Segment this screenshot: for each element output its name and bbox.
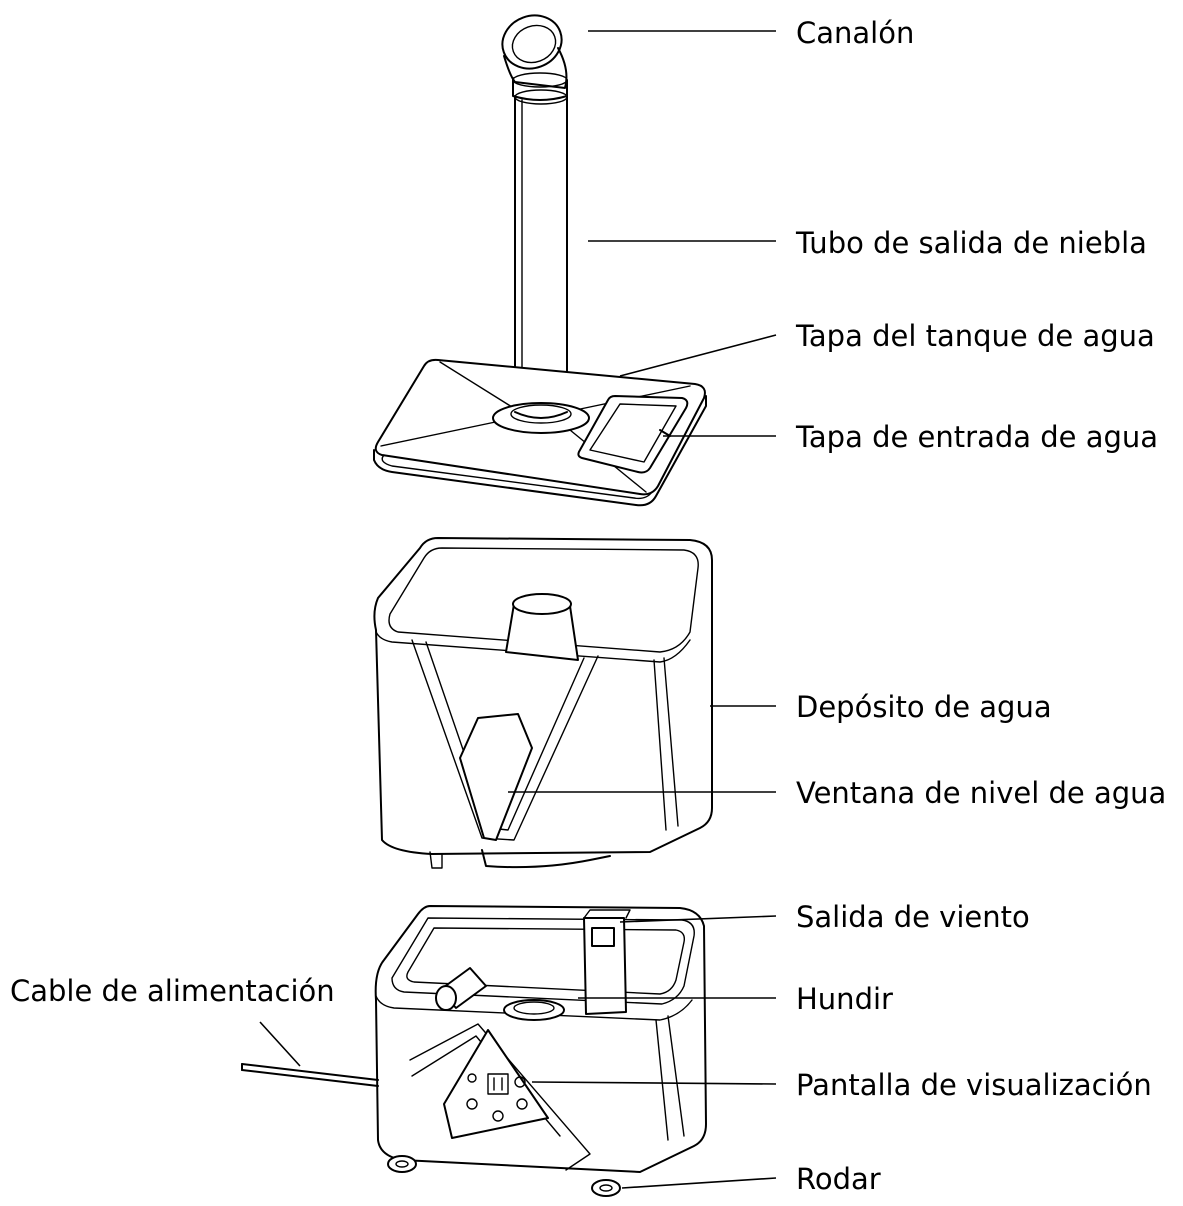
power-cable (241, 1063, 379, 1087)
label-power-cable: Cable de alimentación (10, 974, 335, 1008)
label-canalon: Canalón (796, 16, 915, 50)
tank-lid-part (373, 358, 707, 507)
water-tank-part (373, 537, 713, 869)
mist-tube-part (514, 89, 568, 413)
label-wheels: Rodar (796, 1162, 881, 1196)
label-level-window: Ventana de nivel de agua (796, 776, 1167, 810)
label-mist-tube: Tubo de salida de niebla (796, 226, 1147, 260)
label-tank-lid: Tapa del tanque de agua (796, 319, 1155, 353)
wheels (387, 1155, 621, 1197)
label-sink: Hundir (796, 982, 893, 1016)
nozzle-part (501, 14, 568, 101)
label-inlet-cap: Tapa de entrada de agua (796, 420, 1159, 454)
display-buttons (466, 1073, 528, 1122)
wind-outlet-component (583, 909, 631, 1015)
base-part (241, 905, 707, 1197)
callout-lines (259, 30, 777, 1189)
roller-component (435, 967, 487, 1011)
label-display: Pantalla de visualización (796, 1068, 1152, 1102)
label-wind-outlet: Salida de viento (796, 900, 1030, 934)
label-water-tank: Depósito de agua (796, 690, 1052, 724)
